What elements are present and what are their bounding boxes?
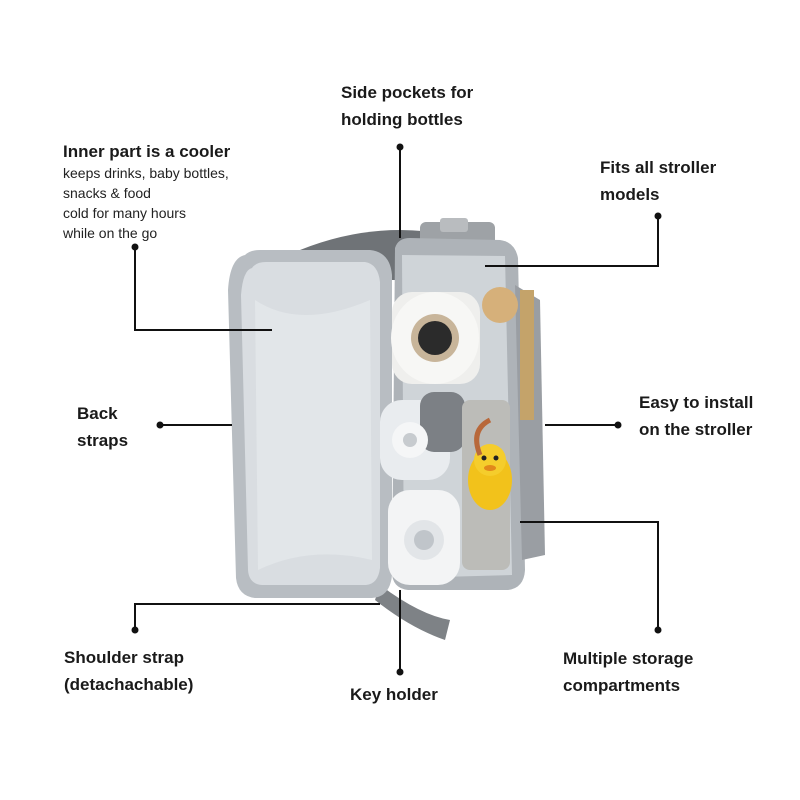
baby-bottle-1 xyxy=(380,392,465,480)
side-pockets-label: Side pockets for holding bottles xyxy=(341,83,474,129)
dot-easy-install xyxy=(614,421,622,429)
dot-storage xyxy=(654,626,662,634)
easy-install-label: Easy to install on the stroller xyxy=(639,393,754,439)
inner-cooler-description: keeps drinks, baby bottles, snacks & foo… xyxy=(63,165,229,241)
fits-stroller-label: Fits all stroller models xyxy=(600,158,717,204)
dot-back-straps xyxy=(156,421,164,429)
key-holder-label: Key holder xyxy=(350,685,438,704)
shoulder-strap-label: Shoulder strap (detachachable) xyxy=(64,648,194,694)
dot-fits-stroller xyxy=(654,212,662,220)
rubber-duck xyxy=(468,444,512,510)
baby-bottle-2 xyxy=(388,490,460,585)
dot-side-pockets xyxy=(396,143,404,151)
dot-shoulder-strap xyxy=(131,626,139,634)
paper-roll xyxy=(391,292,480,384)
dot-inner-cooler xyxy=(131,243,139,251)
storage-label: Multiple storage compartments xyxy=(563,649,694,695)
dot-key-holder xyxy=(396,668,404,676)
back-straps-label: Back straps xyxy=(77,404,129,450)
inner-cooler-title: Inner part is a cooler xyxy=(63,142,231,161)
